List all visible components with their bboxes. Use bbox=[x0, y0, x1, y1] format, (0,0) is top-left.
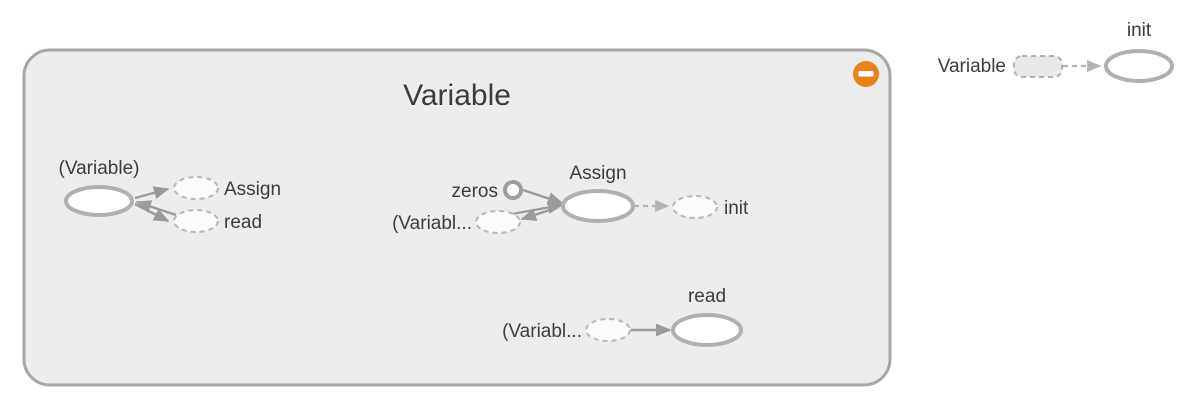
node-label: init bbox=[1127, 20, 1152, 41]
node-label: Variable bbox=[938, 56, 1006, 77]
node-variable-in-ref[interactable]: (Variable) bbox=[59, 158, 140, 217]
node-label: (Variable) bbox=[59, 158, 140, 179]
node-read-op[interactable]: read bbox=[671, 286, 743, 347]
cluster-read: (Variabl... read bbox=[502, 286, 743, 347]
scope-container-variable[interactable]: Variable (Variable) bbox=[22, 48, 892, 387]
node-init-op-ext[interactable]: init bbox=[1104, 20, 1174, 83]
edge-variable-ref-to-assign bbox=[511, 201, 564, 216]
edge-assign-to-variable bbox=[135, 200, 177, 217]
node-init-ref-mid[interactable]: init bbox=[672, 195, 749, 219]
node-label: zeros bbox=[452, 181, 498, 202]
node-label: Assign bbox=[224, 179, 281, 200]
node-variable-ref-ext[interactable]: Variable bbox=[938, 55, 1063, 78]
cluster-external-init: Variable init bbox=[938, 20, 1174, 83]
node-assign-op[interactable]: Assign bbox=[561, 163, 635, 223]
cluster-variable-inputs: (Variable) Assign read bbox=[59, 158, 282, 233]
edge-variable-to-assign bbox=[134, 186, 170, 200]
node-label: read bbox=[688, 286, 726, 307]
node-label: (Variabl... bbox=[502, 321, 582, 342]
node-assign-ref-left[interactable]: Assign bbox=[173, 176, 281, 200]
node-variable-ref-read[interactable]: (Variabl... bbox=[502, 318, 631, 342]
node-label: (Variabl... bbox=[392, 213, 472, 234]
node-label: Assign bbox=[569, 163, 626, 184]
edge-zeros-to-assign bbox=[522, 188, 564, 205]
node-read-ref-left[interactable]: read bbox=[173, 209, 262, 233]
node-label: read bbox=[224, 212, 262, 233]
scope-title: Variable bbox=[403, 79, 511, 112]
node-variable-ref-mid[interactable]: (Variabl... bbox=[392, 210, 521, 234]
node-zeros-const[interactable]: zeros bbox=[452, 180, 523, 202]
scope-background[interactable] bbox=[22, 48, 892, 387]
minus-circle-icon[interactable] bbox=[853, 61, 879, 87]
cluster-assign: zeros (Variabl... Assign init bbox=[392, 163, 749, 234]
node-label: init bbox=[724, 198, 749, 219]
